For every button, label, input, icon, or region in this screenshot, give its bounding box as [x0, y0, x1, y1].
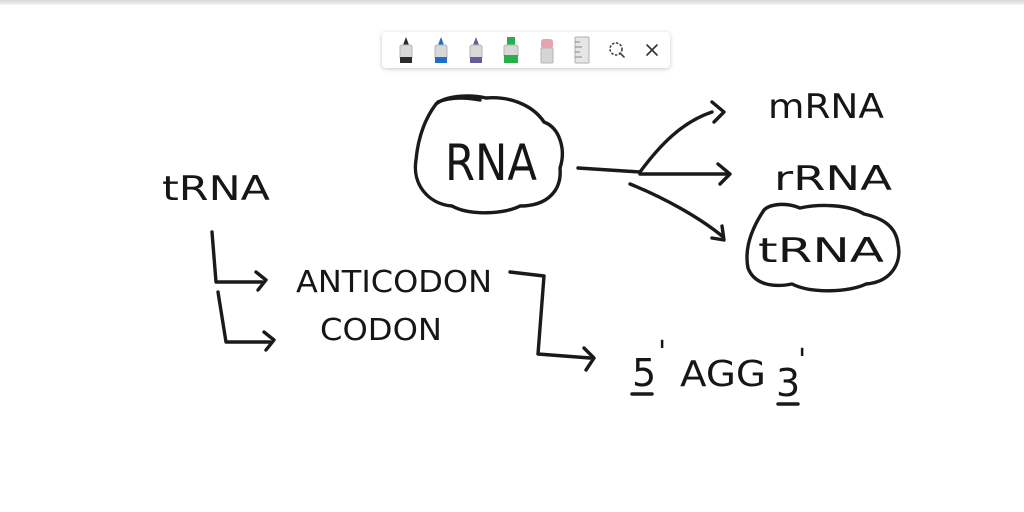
sequence-prime-five: '	[658, 335, 666, 370]
black-marker-icon	[399, 37, 413, 63]
tree-line-codon	[216, 290, 272, 344]
sequence-five: 5	[632, 351, 656, 395]
blue-marker-icon	[434, 37, 448, 63]
purple-marker-icon	[469, 37, 483, 63]
arrowhead-trna	[710, 224, 726, 242]
branch-to-trna	[628, 182, 724, 238]
close-toolbar-button[interactable]	[635, 32, 670, 68]
tree-line-anticodon	[210, 230, 264, 284]
purple-marker-button[interactable]	[459, 32, 494, 68]
sequence-prime-three: '	[798, 343, 806, 378]
pen-toolbar	[382, 32, 670, 68]
arrowhead-anticodon	[254, 270, 268, 292]
label-rrna: rRNA	[774, 159, 892, 199]
label-codon: CODON	[320, 313, 442, 348]
arrowhead-sequence	[582, 346, 596, 372]
arrowhead-rrna	[716, 162, 732, 186]
rna-cloud-outline	[413, 94, 564, 215]
branch-to-mrna	[638, 110, 714, 174]
label-trna-heading: tRNA	[162, 169, 270, 209]
close-icon	[646, 44, 659, 56]
arrowhead-codon	[262, 330, 276, 352]
sequence-bases: AGG	[680, 354, 766, 395]
sequence-three: 3	[776, 361, 800, 405]
blue-marker-button[interactable]	[423, 32, 458, 68]
rna-cloud-tail	[436, 96, 482, 104]
eraser-button[interactable]	[529, 32, 564, 68]
label-trna-right: tRNA	[758, 231, 884, 271]
window-top-border	[0, 0, 1024, 5]
lasso-button[interactable]	[600, 32, 635, 68]
green-highlighter-button[interactable]	[494, 32, 529, 68]
trna-cloud-outline	[745, 202, 901, 293]
green-highlighter-icon	[503, 37, 519, 63]
label-anticodon: ANTICODON	[296, 265, 492, 300]
arrowhead-mrna	[710, 100, 726, 124]
ruler-button[interactable]	[564, 32, 599, 68]
lasso-icon	[609, 42, 625, 58]
label-rna-center: RNA	[445, 134, 537, 192]
eraser-icon	[540, 39, 554, 64]
ruler-icon	[574, 36, 590, 64]
branch-trunk	[576, 166, 642, 174]
black-marker-button[interactable]	[388, 32, 423, 68]
label-mrna: mRNA	[768, 87, 884, 127]
connector-anticodon-sequence	[508, 270, 592, 360]
